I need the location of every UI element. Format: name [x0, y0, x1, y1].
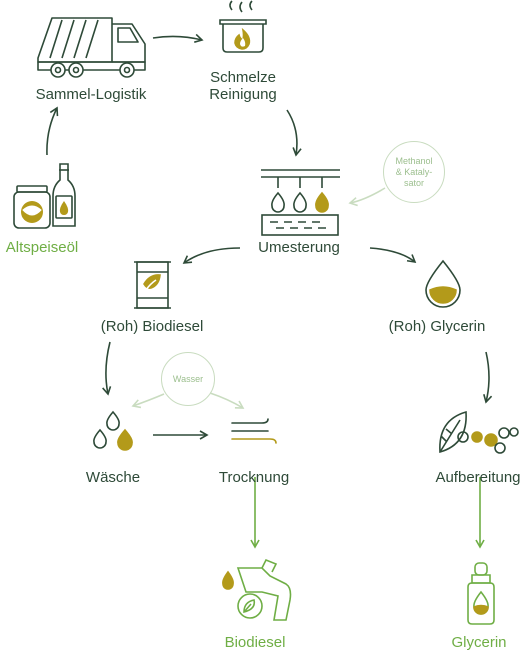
drying-wind-icon: [231, 418, 277, 444]
label-reinigung: Reinigung: [209, 86, 277, 103]
arrow-glycerin-to-aufbereitung: [483, 351, 493, 404]
label-trocknung: Trocknung: [218, 469, 290, 486]
arrow-umesterung-to-biodiesel: [182, 247, 241, 264]
arrow-methanol-to-umesterung: [348, 187, 386, 207]
truck-icon: [37, 17, 146, 78]
arrow-wasser-to-waesche: [131, 393, 165, 409]
label-schmelze: Schmelze: [210, 69, 276, 86]
wasser-label: Wasser: [172, 373, 204, 384]
arrow-umesterung-to-glycerin: [369, 247, 417, 264]
label-biodiesel: Biodiesel: [224, 634, 286, 651]
drop-icon: [425, 259, 461, 308]
dropper-rig-icon: [261, 169, 340, 236]
methanol-line-3: sator: [403, 177, 424, 188]
water-drops-icon: [93, 410, 133, 451]
wasser-bubble: Wasser: [161, 352, 215, 406]
leaf-bubbles-icon: [439, 410, 519, 454]
label-schmelze-reinigung: Schmelze Reinigung: [209, 69, 277, 103]
label-roh-glycerin: (Roh) Glycerin: [388, 318, 486, 335]
label-sammel-logistik: Sammel-Logistik: [35, 86, 147, 103]
barrel-icon: [134, 261, 171, 309]
label-aufbereitung: Aufbereitung: [435, 469, 521, 486]
serum-bottle-icon: [467, 562, 495, 625]
methanol-katalysator-bubble: Methanol & Kataly- sator: [383, 141, 445, 203]
label-altspeiseoel: Altspeiseöl: [5, 239, 79, 256]
label-umesterung: Umesterung: [258, 239, 340, 256]
label-glycerin: Glycerin: [451, 634, 507, 651]
methanol-line-2: & Kataly-: [395, 166, 433, 177]
bottles-icon: [13, 163, 76, 229]
label-waesche: Wäsche: [85, 469, 141, 486]
arrow-biodiesel-to-waesche: [102, 341, 112, 396]
arrow-altspeiseoel-to-sammel: [46, 106, 59, 156]
arrow-sammel-to-schmelze: [152, 33, 204, 43]
label-roh-biodiesel: (Roh) Biodiesel: [100, 318, 204, 335]
methanol-line-1: Methanol: [395, 155, 433, 166]
arrow-wasser-to-trocknung: [209, 392, 245, 409]
arrow-schmelze-to-umesterung: [286, 109, 302, 157]
fuel-nozzle-icon: [222, 558, 292, 621]
melting-pot-icon: [219, 0, 267, 53]
